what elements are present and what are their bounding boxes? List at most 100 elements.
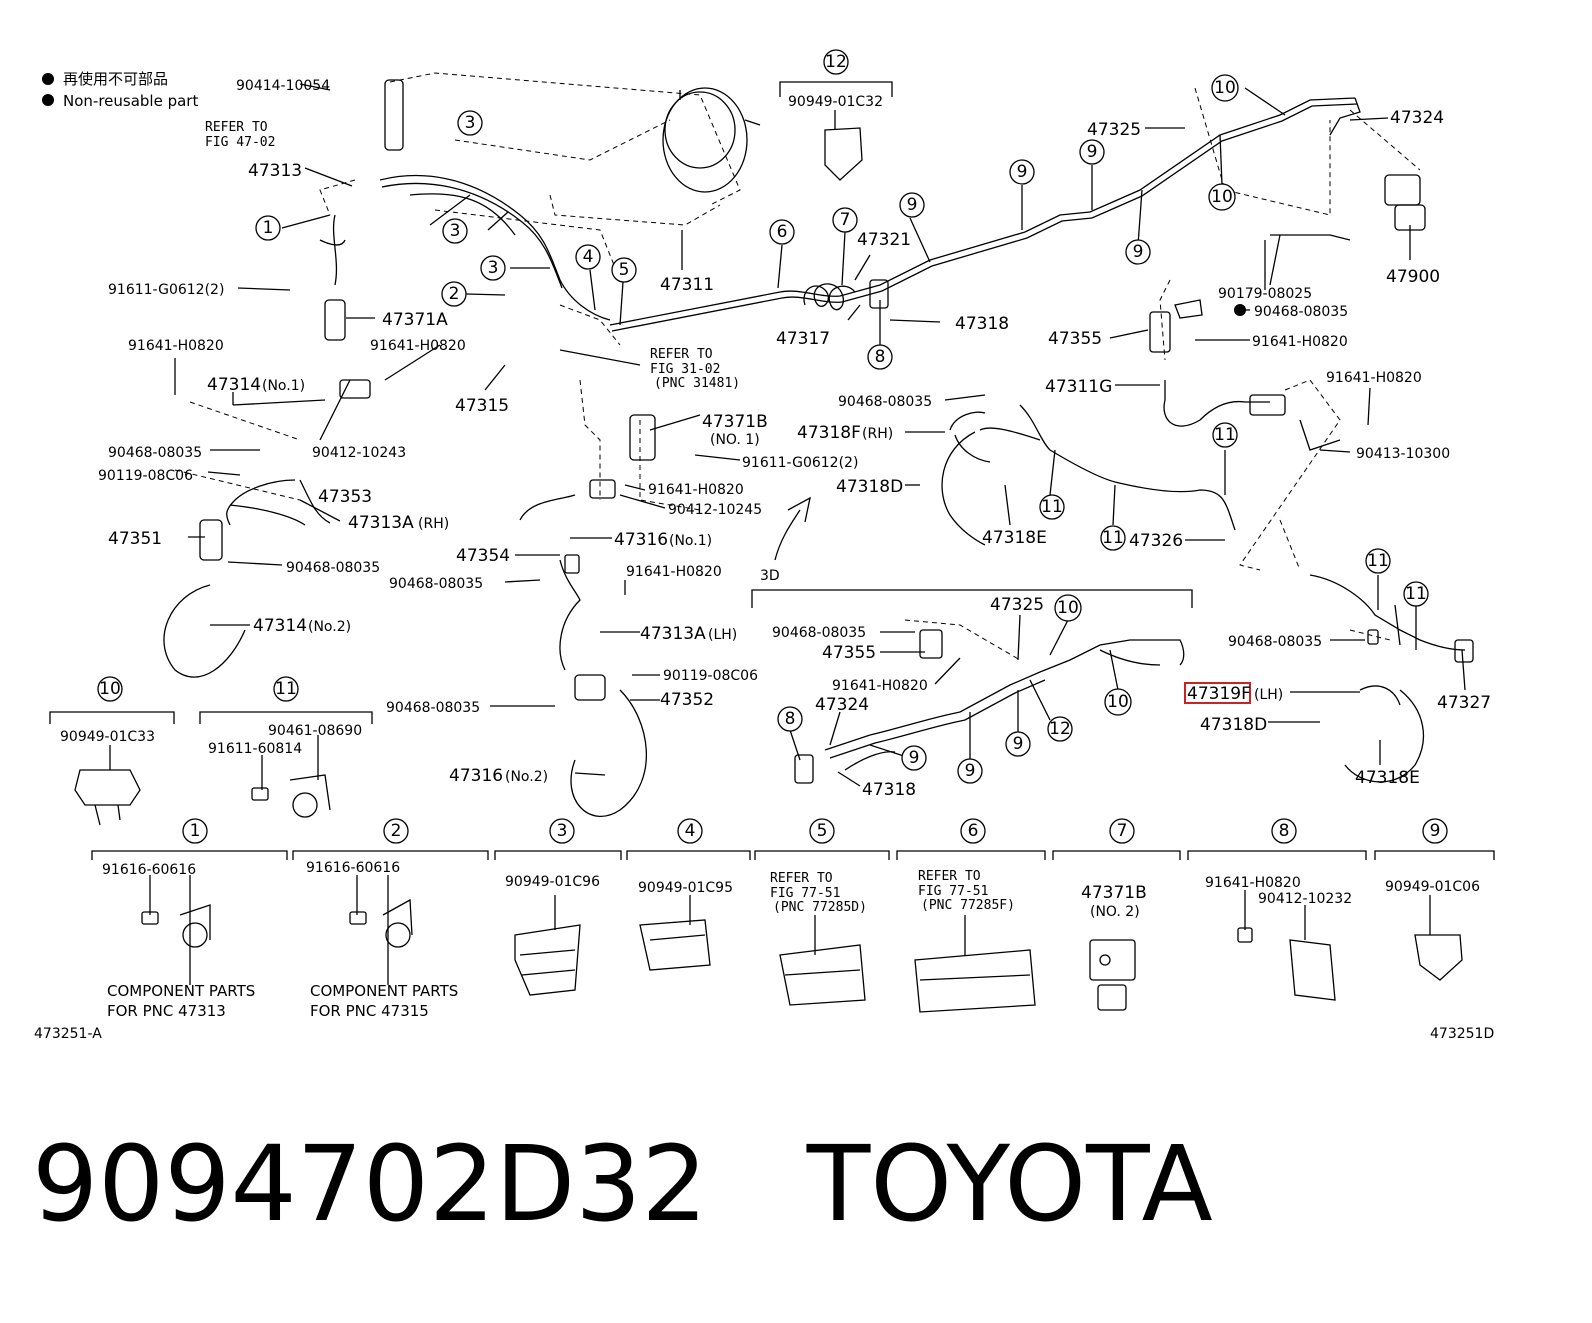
part-label: 47354 (456, 546, 510, 566)
part-label: 47324 (815, 695, 869, 715)
svg-text:12: 12 (825, 52, 847, 72)
part-label: 90468-08035 (772, 625, 866, 641)
part-label: 90949-01C33 (60, 729, 155, 745)
highlight-box (1184, 682, 1251, 704)
part-label: 47371B (702, 412, 768, 432)
part-label: 90468-08035 (108, 445, 202, 461)
part-label: 47316 (449, 766, 503, 786)
part-label-suffix: (RH) (862, 426, 893, 442)
part-label: 47313A (348, 513, 414, 533)
part-label: 47371A (382, 310, 448, 330)
part-label: 90949-01C95 (638, 880, 733, 896)
callout-circle: 10 (1104, 688, 1132, 716)
part-label: 90468-08035 (1228, 634, 1322, 650)
svg-text:11: 11 (1102, 528, 1124, 548)
part-label: 47314 (207, 375, 261, 395)
part-label: 90468-08035 (389, 576, 483, 592)
part-number-caption: 9094702D32 TOYOTA (32, 1123, 1213, 1245)
part-label: 91641-H0820 (648, 482, 744, 498)
line-work (49, 72, 1495, 1013)
refer-note: (PNC 77285D) (773, 900, 867, 915)
part-label: 90414-10054 (236, 78, 330, 94)
part-label: 91641-H0820 (1205, 875, 1301, 891)
callout-circle: 10 (1211, 74, 1239, 102)
callout-circle: 11 (1365, 548, 1391, 574)
callout-circle: 8 (867, 344, 893, 370)
part-label: 90412-10243 (312, 445, 406, 461)
part-label: 91611-G0612(2) (742, 455, 858, 471)
part-label: 47316 (614, 530, 668, 550)
part-label: 90949-01C96 (505, 874, 600, 890)
part-label: 91641-H0820 (1326, 370, 1422, 386)
diagram-code-right: 473251D (1430, 1026, 1494, 1042)
svg-text:10: 10 (1057, 598, 1079, 618)
svg-text:2: 2 (449, 284, 460, 304)
part-label: 47318D (1200, 715, 1267, 735)
svg-text:9: 9 (909, 748, 920, 768)
part-label: 47318 (862, 780, 916, 800)
part-label: 91641-H0820 (370, 338, 466, 354)
callout-circle: 10 (1208, 183, 1236, 211)
sub-part-groups: 90949-01C33 90461-08690 91611-60814 9161… (60, 723, 1480, 1020)
part-label: 91611-60814 (208, 741, 302, 757)
part-label: 47311 (660, 275, 714, 295)
refer-note: REFER TO (770, 871, 833, 886)
legend: 再使用不可部品 Non-reusable part (42, 70, 198, 110)
refer-note: FIG 77-51 (770, 886, 840, 901)
part-label: 90179-08025 (1218, 286, 1312, 302)
part-label: 91641-H0820 (128, 338, 224, 354)
part-label: 47327 (1437, 693, 1491, 713)
part-label: 91616-60616 (306, 860, 400, 876)
part-label: 47311G (1045, 377, 1112, 397)
svg-text:3: 3 (488, 258, 499, 278)
part-label: 47313 (248, 161, 302, 181)
part-label: 3D (760, 568, 780, 584)
part-label: 90412-10232 (1258, 891, 1352, 907)
part-label: 47313A (640, 624, 706, 644)
svg-text:11: 11 (1367, 551, 1389, 571)
callout-circle: 9 (1079, 139, 1105, 165)
part-label: 90413-10300 (1356, 446, 1450, 462)
svg-text:6: 6 (777, 222, 788, 242)
part-label: 47325 (1087, 120, 1141, 140)
callout-circle: 2 (441, 281, 467, 307)
svg-text:8: 8 (785, 709, 796, 729)
callout-circle: 11 (273, 676, 299, 702)
component-note: FOR PNC 47313 (107, 1002, 226, 1020)
svg-text:3: 3 (450, 221, 461, 241)
callout-circle: 11 (1039, 494, 1065, 520)
refer-note: REFER TO (650, 347, 713, 362)
callout-circle: 9 (1009, 159, 1035, 185)
refer-note: (PNC 77285F) (921, 898, 1015, 913)
part-label: 47315 (455, 396, 509, 416)
part-label: 90412-10245 (668, 502, 762, 518)
svg-text:1: 1 (263, 218, 274, 238)
svg-text:1: 1 (190, 821, 201, 841)
callout-circle: 3 (442, 218, 468, 244)
part-label: 47355 (822, 643, 876, 663)
callout-circle: 10 (97, 676, 123, 702)
part-label: 90461-08690 (268, 723, 362, 739)
callout-circle: 10 (1054, 594, 1082, 622)
refer-note: FIG 77-51 (918, 884, 988, 899)
callout-circle: 2 (383, 818, 409, 844)
callout-circle: 7 (832, 207, 858, 233)
svg-text:9: 9 (1017, 162, 1028, 182)
callout-circle: 12 (1047, 716, 1073, 742)
part-label: 90119-08C06 (98, 468, 193, 484)
svg-text:8: 8 (1279, 821, 1290, 841)
highlighted-part-label: 47319F (1187, 684, 1251, 704)
svg-text:9: 9 (1133, 242, 1144, 262)
part-label: 90949-01C32 (788, 94, 883, 110)
svg-text:11: 11 (1214, 425, 1236, 445)
non-reusable-dot-icon (42, 94, 54, 106)
part-label: 47318 (955, 314, 1009, 334)
callout-circle: 9 (901, 745, 927, 771)
callout-circle: 3 (480, 255, 506, 281)
refer-note: FIG 47-02 (205, 135, 275, 150)
svg-text:2: 2 (391, 821, 402, 841)
svg-text:5: 5 (619, 260, 630, 280)
part-label: 91641-H0820 (1252, 334, 1348, 350)
callout-circle: 5 (809, 818, 835, 844)
